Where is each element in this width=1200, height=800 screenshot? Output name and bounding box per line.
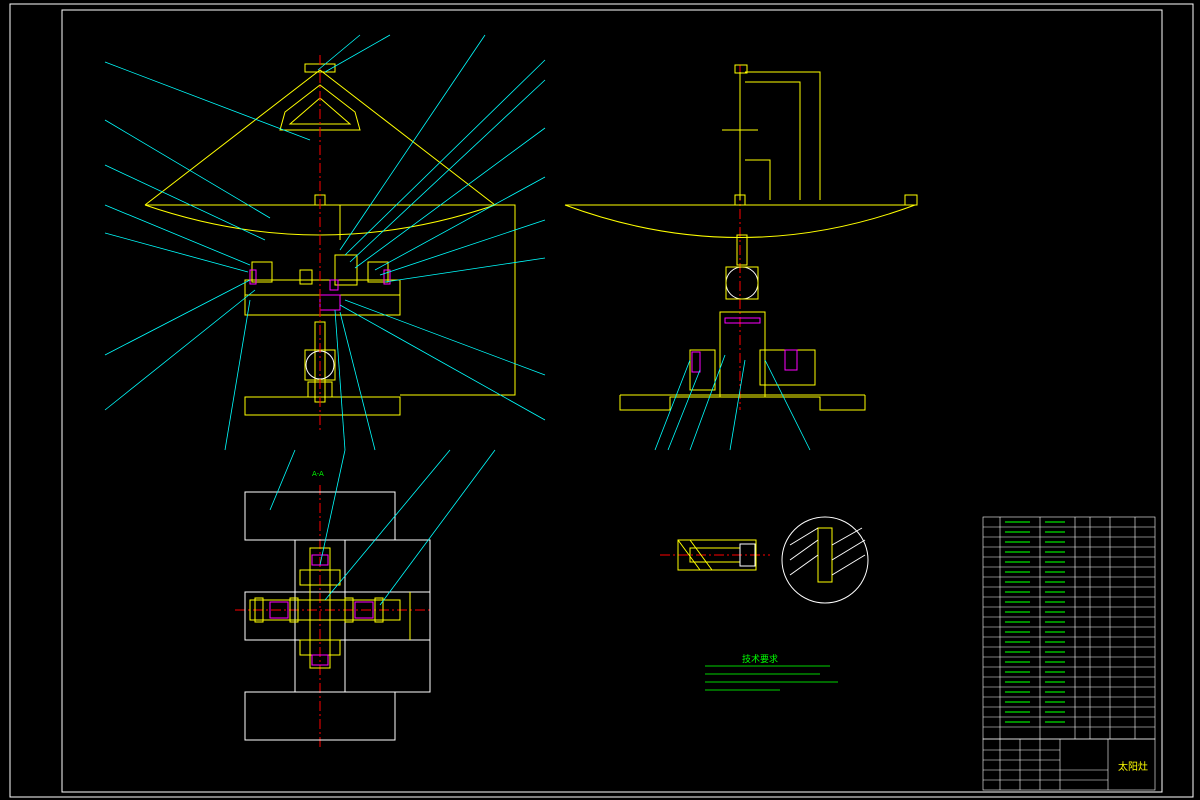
detail-circle xyxy=(781,516,869,604)
parts-list xyxy=(982,516,1156,740)
cooker-hanger xyxy=(279,84,361,131)
section-a-a xyxy=(244,491,431,741)
leader-lines-section xyxy=(269,449,496,606)
leader-lines-side xyxy=(654,354,811,451)
side-view xyxy=(564,64,918,411)
section-a-a-label: A-A xyxy=(312,470,324,478)
tech-requirements-title: 技术要求 xyxy=(741,655,778,665)
detail-bolt xyxy=(677,539,757,571)
front-view xyxy=(144,63,516,416)
base-channel xyxy=(619,395,866,411)
side-gear xyxy=(725,266,759,300)
tech-requirements-text xyxy=(705,665,838,691)
drawing-title: 太阳灶 xyxy=(1118,762,1148,773)
drawing-frame xyxy=(9,3,1194,798)
leader-lines-front xyxy=(104,34,546,451)
parts-list-entries xyxy=(1005,521,1065,723)
title-block xyxy=(982,738,1156,791)
dish-side-profile xyxy=(564,204,916,238)
